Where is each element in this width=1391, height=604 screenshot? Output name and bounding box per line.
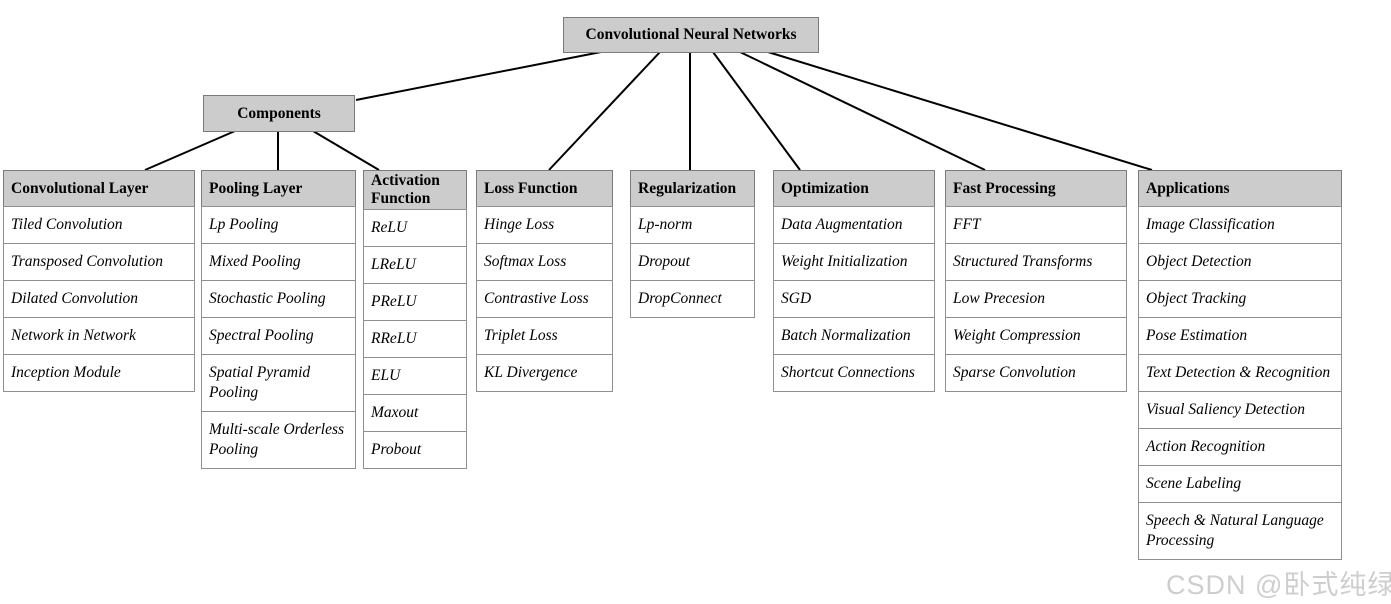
taxonomy-item: Multi-scale Orderless Pooling bbox=[201, 411, 356, 469]
taxonomy-item: ReLU bbox=[363, 209, 467, 247]
taxonomy-item: Transposed Convolution bbox=[3, 243, 195, 281]
column-header-loss-function: Loss Function bbox=[476, 170, 613, 207]
taxonomy-item: Stochastic Pooling bbox=[201, 280, 356, 318]
taxonomy-item: Lp-norm bbox=[630, 206, 755, 244]
taxonomy-item: Low Precesion bbox=[945, 280, 1127, 318]
taxonomy-item: Batch Normalization bbox=[773, 317, 935, 355]
taxonomy-item: Spatial Pyramid Pooling bbox=[201, 354, 356, 412]
taxonomy-item: Object Detection bbox=[1138, 243, 1342, 281]
taxonomy-item: Object Tracking bbox=[1138, 280, 1342, 318]
node-convolutional-neural-networks: Convolutional Neural Networks bbox=[563, 17, 819, 53]
taxonomy-item: Spectral Pooling bbox=[201, 317, 356, 355]
taxonomy-item: Probout bbox=[363, 431, 467, 469]
edge-root-loss-function bbox=[548, 51, 661, 171]
taxonomy-item: Dilated Convolution bbox=[3, 280, 195, 318]
taxonomy-item: Network in Network bbox=[3, 317, 195, 355]
taxonomy-item: PReLU bbox=[363, 283, 467, 321]
taxonomy-item: Hinge Loss bbox=[476, 206, 613, 244]
edge-root-components bbox=[355, 51, 602, 101]
taxonomy-item: Softmax Loss bbox=[476, 243, 613, 281]
edge-root-optimization bbox=[712, 51, 801, 171]
taxonomy-item: Image Classification bbox=[1138, 206, 1342, 244]
taxonomy-item: DropConnect bbox=[630, 280, 755, 318]
taxonomy-item: Triplet Loss bbox=[476, 317, 613, 355]
taxonomy-item: Weight Compression bbox=[945, 317, 1127, 355]
taxonomy-item: KL Divergence bbox=[476, 354, 613, 392]
taxonomy-item: LReLU bbox=[363, 246, 467, 284]
taxonomy-item: ELU bbox=[363, 357, 467, 395]
taxonomy-item: Dropout bbox=[630, 243, 755, 281]
taxonomy-item: Sparse Convolution bbox=[945, 354, 1127, 392]
column-header-optimization: Optimization bbox=[773, 170, 935, 207]
taxonomy-item: Tiled Convolution bbox=[3, 206, 195, 244]
taxonomy-item: Inception Module bbox=[3, 354, 195, 392]
column-header-applications: Applications bbox=[1138, 170, 1342, 207]
taxonomy-item: Weight Initialization bbox=[773, 243, 935, 281]
taxonomy-item: Scene Labeling bbox=[1138, 465, 1342, 503]
taxonomy-item: SGD bbox=[773, 280, 935, 318]
column-header-fast-processing: Fast Processing bbox=[945, 170, 1127, 207]
taxonomy-item: Structured Transforms bbox=[945, 243, 1127, 281]
column-header-pooling-layer: Pooling Layer bbox=[201, 170, 356, 207]
taxonomy-item: Action Recognition bbox=[1138, 428, 1342, 466]
column-header-regularization: Regularization bbox=[630, 170, 755, 207]
taxonomy-item: Maxout bbox=[363, 394, 467, 432]
taxonomy-item: Speech & Natural Language Processing bbox=[1138, 502, 1342, 560]
taxonomy-item: Data Augmentation bbox=[773, 206, 935, 244]
taxonomy-item: FFT bbox=[945, 206, 1127, 244]
taxonomy-item: Contrastive Loss bbox=[476, 280, 613, 318]
edge-root-fast-processing bbox=[739, 51, 986, 171]
taxonomy-item: Mixed Pooling bbox=[201, 243, 356, 281]
edge-root-applications bbox=[767, 51, 1153, 171]
taxonomy-item: Visual Saliency Detection bbox=[1138, 391, 1342, 429]
taxonomy-item: Lp Pooling bbox=[201, 206, 356, 244]
taxonomy-item: Text Detection & Recognition bbox=[1138, 354, 1342, 392]
taxonomy-item: Shortcut Connections bbox=[773, 354, 935, 392]
edge-components-convolutional-layer bbox=[144, 130, 236, 171]
column-header-activation-function: Activation Function bbox=[363, 170, 467, 210]
edge-components-activation-function bbox=[312, 130, 380, 171]
column-header-convolutional-layer: Convolutional Layer bbox=[3, 170, 195, 207]
taxonomy-item: Pose Estimation bbox=[1138, 317, 1342, 355]
taxonomy-item: RReLU bbox=[363, 320, 467, 358]
node-components: Components bbox=[203, 95, 355, 132]
